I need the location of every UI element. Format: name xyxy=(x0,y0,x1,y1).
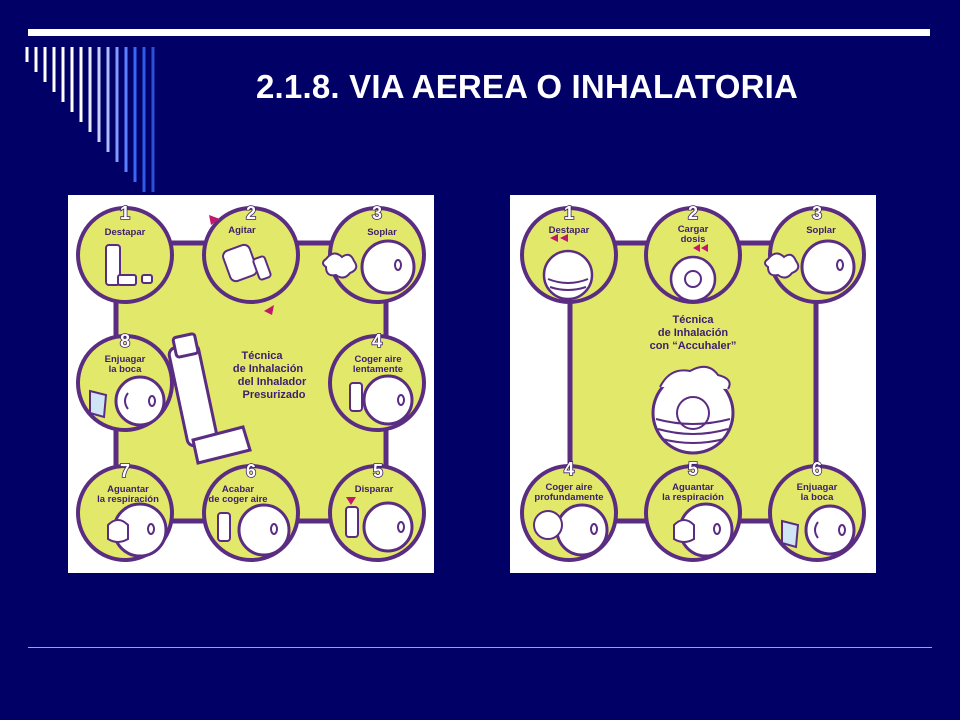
step-label-line-2: la boca xyxy=(801,492,834,503)
step-number: 5 xyxy=(373,461,383,481)
step-6: 6 Enjuagar la boca xyxy=(768,458,866,562)
step-6: 6 Acabar de coger aire xyxy=(202,460,300,562)
arrow-icon xyxy=(701,244,708,252)
step-label: Soplar xyxy=(367,227,397,238)
step-label-line-1: Coger aire xyxy=(355,354,402,365)
step-number: 3 xyxy=(812,203,822,223)
shaking-hand-inhaler-icon xyxy=(222,243,272,283)
step-label-line-1: Cargar xyxy=(678,224,709,235)
decorative-stripes xyxy=(25,47,155,192)
step-2: 2 Agitar xyxy=(202,202,300,315)
step-label-line-2: dosis xyxy=(681,234,706,245)
step-1: 1 Destapar xyxy=(520,202,618,304)
inhaling-face-icon xyxy=(533,503,609,557)
firing-inhaler-face-icon xyxy=(345,501,414,553)
center-title-line-1: Técnica xyxy=(242,350,284,362)
step-4: 4 Coger aire lentamente xyxy=(328,330,426,432)
rinsing-mouth-face-icon xyxy=(89,375,166,427)
step-3: 3 Soplar xyxy=(764,202,866,304)
accuhaler-disk-icon xyxy=(669,255,717,303)
step-4: 4 Coger aire profundamente xyxy=(520,458,618,562)
step-7: 7 Aguantar la respiración xyxy=(76,460,174,562)
step-label-line-2: profundamente xyxy=(534,492,603,503)
step-number: 3 xyxy=(372,203,382,223)
step-5: 5 Disparar xyxy=(328,460,426,562)
step-number: 2 xyxy=(688,203,698,223)
step-number: 5 xyxy=(688,459,698,479)
accuhaler-disk-icon xyxy=(651,365,735,455)
top-rule xyxy=(28,29,930,36)
step-number: 4 xyxy=(564,459,574,479)
inhaling-face-icon xyxy=(349,374,414,426)
center-title-line-4: Presurizado xyxy=(243,389,306,401)
slide-title: 2.1.8. VIA AEREA O INHALATORIA xyxy=(256,68,799,105)
step-number: 4 xyxy=(372,331,382,351)
arrow-icon xyxy=(550,234,558,242)
accuhaler-diagram: Técnica de Inhalación con “Accuhaler” 1 … xyxy=(510,195,876,573)
step-1: 1 Destapar xyxy=(76,202,174,304)
arrow-icon xyxy=(209,215,220,225)
step-label: Destapar xyxy=(105,227,146,238)
inhaling-face-icon xyxy=(217,503,291,557)
step-label-line-2: de coger aire xyxy=(208,494,267,505)
step-label-line-2: la respiración xyxy=(97,494,159,505)
step-number: 2 xyxy=(246,203,256,223)
step-label-line-1: Acabar xyxy=(222,484,255,495)
step-label: Agitar xyxy=(228,225,256,236)
holding-breath-face-icon xyxy=(673,502,734,558)
arrow-icon xyxy=(346,497,356,505)
step-label-line-2: lentamente xyxy=(353,364,403,375)
inhaler-icon xyxy=(105,244,153,286)
arrow-icon xyxy=(693,244,700,252)
inhaler-icon xyxy=(167,332,252,465)
step-number: 6 xyxy=(812,459,822,479)
exhaling-face-icon xyxy=(322,239,416,295)
bottom-rule xyxy=(28,647,932,648)
step-label: Destapar xyxy=(549,225,590,236)
holding-breath-face-icon xyxy=(107,502,168,558)
step-8: 8 Enjuagar la boca xyxy=(76,330,174,432)
center-title-line-3: del Inhalador xyxy=(238,376,307,388)
step-number: 1 xyxy=(120,203,130,223)
pressurized-inhaler-diagram: Técnica de Inhalación del Inhalador Pres… xyxy=(68,195,434,573)
step-label: Soplar xyxy=(806,225,836,236)
center-title-line-3: con “Accuhaler” xyxy=(650,340,737,352)
step-2: 2 Cargar dosis xyxy=(644,202,742,304)
rinsing-mouth-face-icon xyxy=(781,504,856,556)
step-number: 7 xyxy=(120,461,130,481)
step-3: 3 Soplar xyxy=(322,202,426,304)
step-label-line-2: la boca xyxy=(109,364,142,375)
arrow-icon xyxy=(560,234,568,242)
center-title-line-1: Técnica xyxy=(673,314,715,326)
step-label-line-1: Aguantar xyxy=(672,482,714,493)
center-title-line-2: de Inhalación xyxy=(658,327,729,339)
step-label-line-1: Enjuagar xyxy=(105,354,146,365)
step-label-line-1: Aguantar xyxy=(107,484,149,495)
step-5: 5 Aguantar la respiración xyxy=(644,458,742,562)
step-label-line-1: Enjuagar xyxy=(797,482,838,493)
step-label: Disparar xyxy=(355,484,394,495)
exhaling-face-icon xyxy=(764,239,856,295)
step-number: 1 xyxy=(564,203,574,223)
center-title-line-2: de Inhalación xyxy=(233,363,304,375)
step-number: 8 xyxy=(120,331,130,351)
step-number: 6 xyxy=(246,461,256,481)
step-label-line-2: la respiración xyxy=(662,492,724,503)
arrow-icon xyxy=(264,305,274,315)
step-label-line-1: Coger aire xyxy=(546,482,593,493)
accuhaler-disk-icon xyxy=(542,249,594,301)
